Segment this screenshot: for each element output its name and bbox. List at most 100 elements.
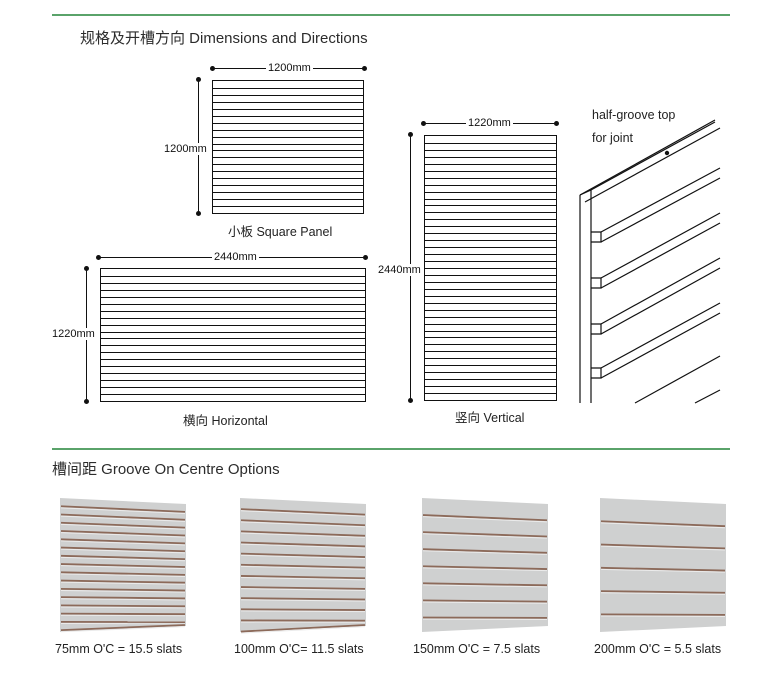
groove-line [240,597,366,601]
slat-line [101,282,365,284]
slat-line [213,122,363,124]
slat-line [425,302,556,304]
groove-line [60,612,186,616]
slat-line [213,150,363,152]
vertical-panel [424,135,557,401]
groove-highlight [422,516,548,523]
slat-line [425,386,556,388]
slat-line [213,108,363,110]
groove-highlight [60,614,186,617]
dimension-tick [554,121,559,126]
horizontal-panel-caption: 横向 Horizontal [183,414,268,428]
slat-line [101,366,365,368]
dimension-tick [210,66,215,71]
panel-face [600,498,726,632]
groove-highlight [422,567,548,572]
groove-line [60,538,186,545]
option-75mm-label: 75mm O'C = 15.5 slats [55,642,183,656]
slat-line [213,143,363,145]
groove-line [422,548,548,554]
option-200mm-photo [600,498,726,632]
groove-line [240,586,366,590]
groove-highlight [600,592,726,595]
slat-line [425,337,556,339]
groove-line [60,521,186,529]
groove-highlight [60,507,186,514]
slat-line [425,372,556,374]
slat-line [213,185,363,187]
slat-line [425,316,556,318]
top-divider [52,14,730,16]
groove-line [240,552,366,558]
groove-line [240,624,366,633]
slat-line [101,380,365,382]
groove-highlight [600,522,726,529]
groove-line [600,543,726,550]
groove-highlight [60,540,186,546]
slat-line [101,387,365,389]
slat-line [213,157,363,159]
slat-line [213,136,363,138]
slat-line [425,233,556,235]
slat-line [213,206,363,208]
slat-line [213,94,363,96]
slat-line [425,177,556,179]
groove-line [60,624,186,632]
groove-line [240,541,366,548]
dimension-tick [84,399,89,404]
option-150mm-photo [422,498,548,632]
groove-highlight [422,550,548,555]
option-75mm-photo [60,498,186,633]
groove-highlight [240,610,366,613]
groove-line [60,513,186,521]
groove-line [240,563,366,569]
groove-line [60,596,186,600]
slat-line [213,164,363,166]
slat-line [425,198,556,200]
groove-highlight [60,523,186,530]
slat-line [101,338,365,340]
slat-line [425,288,556,290]
slat-line [101,352,365,354]
slat-line [425,365,556,367]
slat-line [425,212,556,214]
groove-highlight [240,577,366,581]
square-height-label: 1200mm [162,143,209,155]
square-width-label: 1200mm [266,62,313,74]
slat-line [425,219,556,221]
groove-highlight [422,601,548,604]
slat-line [425,254,556,256]
groove-line [422,531,548,538]
groove-line [60,587,186,592]
groove-highlight [240,599,366,602]
groove-highlight [60,581,186,585]
slat-line [425,191,556,193]
groove-highlight [240,565,366,570]
slat-line [425,330,556,332]
groove-line [60,505,186,513]
slat-line [101,303,365,305]
slat-line [425,379,556,381]
dimension-tick [421,121,426,126]
options-section-title: 槽间距 Groove On Centre Options [52,461,280,478]
slat-line [425,184,556,186]
slat-line [425,351,556,353]
groove-highlight [240,588,366,591]
slatwall-profile-drawing [579,119,721,404]
slat-line [101,345,365,347]
slat-line [213,87,363,89]
slat-line [101,324,365,326]
vertical-panel-caption: 竖向 Vertical [455,411,525,425]
slat-line [213,178,363,180]
groove-line [60,563,186,568]
slat-line [425,393,556,395]
slat-line [101,317,365,319]
groove-highlight [600,568,726,573]
slat-line [425,268,556,269]
dimension-tick [196,211,201,216]
slat-line [425,281,556,283]
groove-highlight [60,573,186,577]
slat-line [425,247,556,249]
slat-line [425,163,556,165]
dimension-tick [363,255,368,260]
